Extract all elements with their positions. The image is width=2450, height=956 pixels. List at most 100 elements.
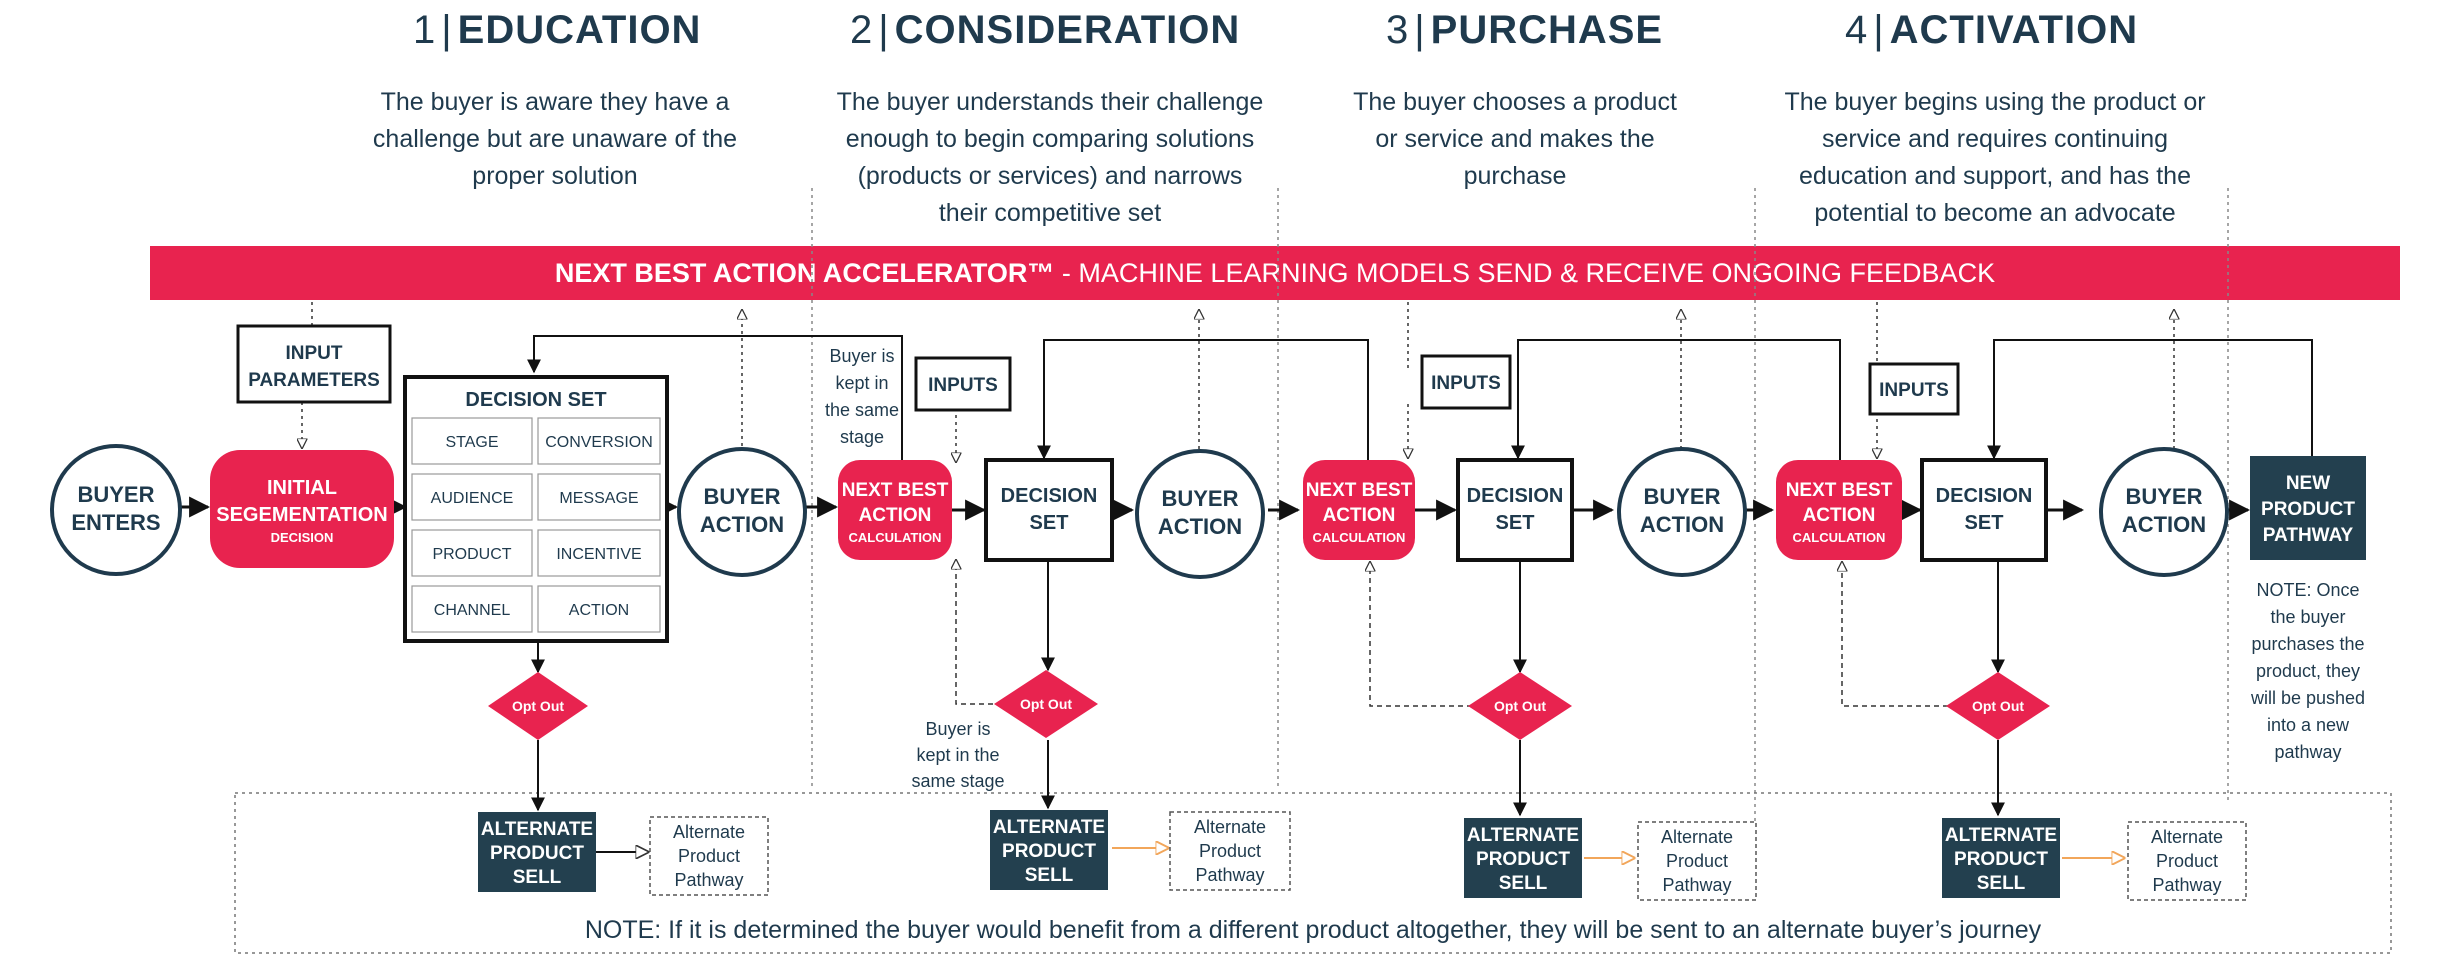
initial-segmentation-node: INITIAL SEGEMENTATION DECISION xyxy=(210,450,394,568)
svg-text:ACTION: ACTION xyxy=(2122,512,2206,537)
opt-out-flow xyxy=(531,562,2005,817)
svg-text:ACTION: ACTION xyxy=(1323,505,1396,526)
cell-action: ACTION xyxy=(569,602,629,619)
svg-text:ACTION: ACTION xyxy=(1158,514,1242,539)
alternate-sell-box-4: ALTERNATE PRODUCT SELL xyxy=(1942,818,2060,898)
svg-text:pathway: pathway xyxy=(2274,742,2341,762)
svg-text:ALTERNATE: ALTERNATE xyxy=(1467,825,1579,846)
svg-text:Opt Out: Opt Out xyxy=(512,698,564,714)
svg-text:INPUT: INPUT xyxy=(286,343,343,364)
svg-text:Alternate: Alternate xyxy=(1194,817,1266,837)
svg-text:SET: SET xyxy=(1496,512,1535,534)
svg-text:BUYER: BUYER xyxy=(1643,484,1720,509)
svg-text:ALTERNATE: ALTERNATE xyxy=(1945,825,2057,846)
banner-feedback xyxy=(302,302,2174,462)
kept-same-stage-bottom: Buyer is kept in the same stage xyxy=(911,719,1004,791)
cell-audience: AUDIENCE xyxy=(431,490,514,507)
next-best-action-node-3: NEXT BEST ACTION CALCULATION xyxy=(1776,460,1902,560)
svg-text:the same: the same xyxy=(825,400,899,420)
svg-text:Buyer is: Buyer is xyxy=(925,719,990,739)
buyer-enters-node: BUYER ENTERS xyxy=(50,444,182,576)
svg-text:INITIAL: INITIAL xyxy=(267,477,337,499)
opt-out-diamond-1: Opt Out xyxy=(488,672,588,740)
svg-text:Pathway: Pathway xyxy=(2152,875,2221,895)
svg-text:BUYER: BUYER xyxy=(1161,486,1238,511)
svg-text:SET: SET xyxy=(1030,512,1069,534)
opt-out-diamond-2: Opt Out xyxy=(994,670,1098,738)
cell-product: PRODUCT xyxy=(432,546,511,563)
svg-text:DECISION: DECISION xyxy=(1936,485,2033,507)
svg-text:Buyer is: Buyer is xyxy=(829,346,894,366)
svg-text:into a new: into a new xyxy=(2267,715,2350,735)
stage-title-consideration: 2|CONSIDERATION xyxy=(850,8,1241,52)
inputs-box-1: INPUTS xyxy=(914,356,1012,412)
svg-text:NEW: NEW xyxy=(2286,473,2330,494)
next-best-action-banner: NEXT BEST ACTION ACCELERATOR™ - MACHINE … xyxy=(150,246,2400,300)
alternate-pathway-box-1: Alternate Product Pathway xyxy=(649,816,769,896)
stage-desc-activation: The buyer begins using the product or se… xyxy=(1784,88,2206,227)
alternate-pathway-box-2: Alternate Product Pathway xyxy=(1169,811,1291,891)
svg-text:Opt Out: Opt Out xyxy=(1494,698,1546,714)
svg-text:Product: Product xyxy=(2156,851,2218,871)
buyer-action-node-1: BUYER ACTION xyxy=(677,447,807,577)
svg-text:Pathway: Pathway xyxy=(1195,865,1264,885)
svg-text:SELL: SELL xyxy=(513,867,562,888)
svg-text:INPUTS: INPUTS xyxy=(1431,373,1501,394)
svg-text:PRODUCT: PRODUCT xyxy=(1954,849,2048,870)
svg-text:PARAMETERS: PARAMETERS xyxy=(248,370,380,391)
svg-text:INPUTS: INPUTS xyxy=(1879,380,1949,401)
svg-text:Opt Out: Opt Out xyxy=(1020,696,1072,712)
svg-text:PRODUCT: PRODUCT xyxy=(1002,841,1096,862)
svg-text:DECISION SET: DECISION SET xyxy=(465,389,606,411)
cell-incentive: INCENTIVE xyxy=(556,546,641,563)
stage-desc-education: The buyer is aware they have a challenge… xyxy=(372,88,738,190)
stage-title-purchase: 3|PURCHASE xyxy=(1386,8,1664,52)
svg-text:DECISION: DECISION xyxy=(1001,485,1098,507)
decision-set-box-2: DECISION SET xyxy=(1456,458,1574,562)
svg-text:Product: Product xyxy=(678,846,740,866)
next-best-action-node-1: NEXT BEST ACTION CALCULATION xyxy=(838,460,952,560)
svg-text:Product: Product xyxy=(1199,841,1261,861)
buyer-action-node-2: BUYER ACTION xyxy=(1135,449,1265,579)
alternate-pathway-box-3: Alternate Product Pathway xyxy=(1637,821,1757,901)
stage-title-education: 1|EDUCATION xyxy=(413,8,702,52)
input-parameters-box: INPUT PARAMETERS xyxy=(236,324,392,404)
buyer-action-node-3: BUYER ACTION xyxy=(1617,447,1747,577)
stage-desc-purchase: The buyer chooses a product or service a… xyxy=(1353,88,1677,190)
svg-text:stage: stage xyxy=(840,427,884,447)
svg-text:ALTERNATE: ALTERNATE xyxy=(993,817,1105,838)
cell-stage: STAGE xyxy=(445,434,498,451)
svg-text:SELL: SELL xyxy=(1499,873,1548,894)
next-best-action-node-2: NEXT BEST ACTION CALCULATION xyxy=(1303,460,1415,560)
svg-text:NEXT BEST: NEXT BEST xyxy=(1306,480,1413,501)
inputs-box-2: INPUTS xyxy=(1420,354,1512,410)
stage-separators xyxy=(811,188,2229,880)
svg-text:product, they: product, they xyxy=(2256,661,2360,681)
svg-text:CALCULATION: CALCULATION xyxy=(1793,530,1886,545)
svg-text:BUYER: BUYER xyxy=(703,484,780,509)
svg-text:ACTION: ACTION xyxy=(859,505,932,526)
svg-text:DECISION: DECISION xyxy=(1467,485,1564,507)
svg-text:CALCULATION: CALCULATION xyxy=(849,530,942,545)
svg-text:Pathway: Pathway xyxy=(1662,875,1731,895)
svg-text:CALCULATION: CALCULATION xyxy=(1313,530,1406,545)
alternate-zone-frame xyxy=(234,792,2392,954)
svg-text:ACTION: ACTION xyxy=(700,512,784,537)
svg-text:DECISION: DECISION xyxy=(271,530,334,545)
svg-text:kept in: kept in xyxy=(835,373,888,393)
new-pathway-note: NOTE: Once the buyer purchases the produ… xyxy=(2250,580,2365,762)
svg-text:Alternate: Alternate xyxy=(2151,827,2223,847)
buyer-enters-label-2: ENTERS xyxy=(71,510,160,535)
kept-same-stage-top: Buyer is kept in the same stage xyxy=(825,346,899,447)
svg-text:ACTION: ACTION xyxy=(1803,505,1876,526)
stage-desc-consideration: The buyer understands their challenge en… xyxy=(836,88,1264,227)
svg-text:will be pushed: will be pushed xyxy=(2250,688,2365,708)
feedback-loops xyxy=(527,335,2313,462)
svg-text:NEXT BEST: NEXT BEST xyxy=(842,480,949,501)
alternate-pathway-box-4: Alternate Product Pathway xyxy=(2127,821,2247,901)
svg-text:PRODUCT: PRODUCT xyxy=(1476,849,1570,870)
svg-text:NEXT BEST: NEXT BEST xyxy=(1786,480,1893,501)
svg-text:BUYER: BUYER xyxy=(2125,484,2202,509)
svg-text:Opt Out: Opt Out xyxy=(1972,698,2024,714)
cell-channel: CHANNEL xyxy=(434,602,511,619)
